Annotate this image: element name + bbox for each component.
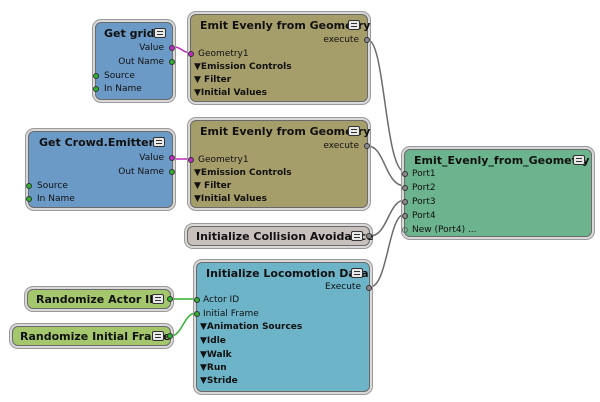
output-port-dot[interactable] (366, 285, 372, 291)
wire-emit2-to-port2[interactable] (367, 145, 406, 187)
port-out-name: Out Name (118, 167, 164, 177)
node-title: Randomize Actor ID (36, 293, 159, 306)
input-port-dot[interactable] (188, 51, 194, 57)
input-port-dot[interactable] (26, 183, 32, 189)
node-randomize-initial-frame[interactable]: Randomize Initial Frame (12, 326, 173, 346)
collapse-icon[interactable] (154, 28, 166, 38)
port-geometry: Geometry1 (198, 155, 249, 165)
port-3: Port3 (412, 197, 436, 207)
node-get-crowd-emitter[interactable]: Get Crowd.Emitter1 Value Out Name Source… (26, 131, 175, 208)
port-geometry: Geometry1 (198, 49, 249, 59)
port-new: New (Port4) ... (412, 225, 477, 235)
input-port-dot[interactable] (402, 213, 408, 219)
section-stride[interactable]: ▼Stride (200, 376, 238, 386)
section-filter[interactable]: ▼ Filter (194, 75, 232, 85)
collapse-icon[interactable] (351, 231, 363, 241)
section-initial-values[interactable]: ▼Initial Values (194, 88, 267, 98)
port-value: Value (139, 43, 164, 53)
collapse-icon[interactable] (573, 155, 585, 165)
section-animation-sources[interactable]: ▼Animation Sources (200, 322, 303, 332)
node-emit-evenly-2[interactable]: Emit Evenly from Geometry execute Geomet… (188, 120, 371, 208)
input-port-dot[interactable] (93, 73, 99, 79)
input-port-dot[interactable] (188, 157, 194, 163)
input-port-dot[interactable] (26, 196, 32, 202)
wire-rand-frame-to-locomotion[interactable] (170, 312, 197, 337)
node-title: Emit_Evenly_from_Geometry (414, 154, 590, 167)
port-value: Value (139, 153, 164, 163)
wire-collision-to-port3[interactable] (369, 199, 406, 237)
section-emission-controls[interactable]: ▼Emission Controls (194, 168, 292, 178)
port-4: Port4 (412, 211, 436, 221)
output-port-dot[interactable] (169, 155, 175, 161)
input-port-dot[interactable] (194, 297, 200, 303)
section-filter[interactable]: ▼ Filter (194, 181, 232, 191)
port-execute: execute (323, 35, 359, 45)
node-title: Emit Evenly from Geometry (200, 19, 371, 32)
new-port-dot[interactable] (402, 227, 408, 233)
output-port-dot[interactable] (169, 169, 175, 175)
input-port-dot[interactable] (194, 311, 200, 317)
input-port-dot[interactable] (93, 86, 99, 92)
node-get-grid[interactable]: Get grid Value Out Name Source In Name (93, 22, 175, 100)
node-initialize-collision-avoidance[interactable]: Initialize Collision Avoidance (187, 226, 374, 246)
output-port-dot[interactable] (364, 37, 370, 43)
port-in-name: In Name (104, 84, 142, 94)
input-port-dot[interactable] (402, 199, 408, 205)
wire-emit1-to-port1[interactable] (367, 39, 406, 173)
output-port-dot[interactable] (169, 45, 175, 51)
section-walk[interactable]: ▼Walk (200, 350, 232, 360)
node-title: Initialize Locomotion Data (206, 267, 369, 280)
input-port-dot[interactable] (402, 171, 408, 177)
output-port-dot[interactable] (167, 333, 173, 339)
node-title: Get Crowd.Emitter1 (39, 136, 162, 149)
collapse-icon[interactable] (348, 20, 360, 30)
port-execute: Execute (325, 282, 361, 292)
collapse-icon[interactable] (152, 331, 164, 341)
node-title: Get grid (104, 27, 155, 40)
node-title: Initialize Collision Avoidance (196, 230, 374, 243)
node-emit-evenly-compound[interactable]: Emit_Evenly_from_Geometry Port1 Port2 Po… (402, 149, 592, 237)
output-port-dot[interactable] (366, 233, 372, 239)
wire-locomotion-to-port4[interactable] (369, 213, 406, 288)
node-title: Emit Evenly from Geometry (200, 125, 371, 138)
output-port-dot[interactable] (167, 296, 173, 302)
port-execute: execute (323, 141, 359, 151)
port-1: Port1 (412, 169, 436, 179)
node-title: Randomize Initial Frame (20, 330, 171, 343)
section-run[interactable]: ▼Run (200, 363, 227, 373)
port-initial-frame: Initial Frame (203, 309, 259, 319)
collapse-icon[interactable] (351, 268, 363, 278)
section-emission-controls[interactable]: ▼Emission Controls (194, 62, 292, 72)
port-actor-id: Actor ID (203, 295, 240, 305)
section-initial-values[interactable]: ▼Initial Values (194, 194, 267, 204)
collapse-icon[interactable] (348, 126, 360, 136)
node-initialize-locomotion-data[interactable]: Initialize Locomotion Data Execute Actor… (194, 262, 372, 392)
section-idle[interactable]: ▼Idle (200, 336, 226, 346)
output-port-dot[interactable] (364, 143, 370, 149)
collapse-icon[interactable] (152, 294, 164, 304)
input-port-dot[interactable] (402, 185, 408, 191)
port-out-name: Out Name (118, 57, 164, 67)
port-source: Source (104, 71, 135, 81)
output-port-dot[interactable] (169, 59, 175, 65)
node-randomize-actor-id[interactable]: Randomize Actor ID (27, 289, 173, 309)
port-2: Port2 (412, 183, 436, 193)
node-emit-evenly-1[interactable]: Emit Evenly from Geometry execute Geomet… (188, 14, 371, 102)
port-source: Source (37, 181, 68, 191)
port-in-name: In Name (37, 194, 75, 204)
collapse-icon[interactable] (153, 137, 165, 147)
